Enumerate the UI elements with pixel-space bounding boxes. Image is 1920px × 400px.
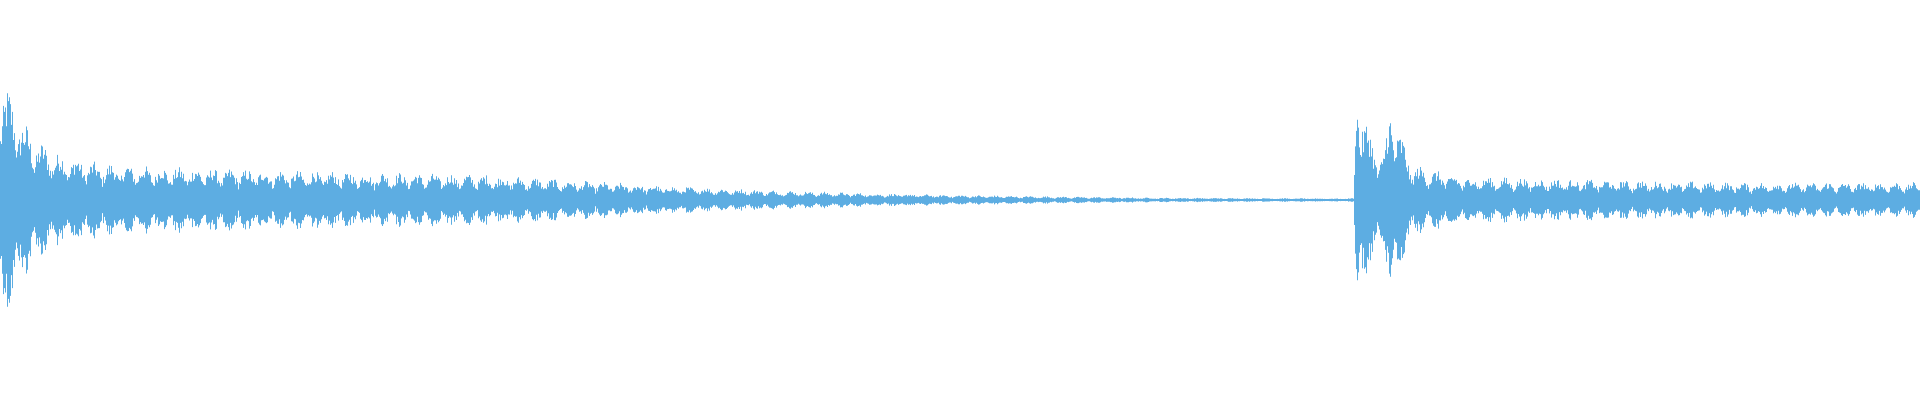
waveform-samples xyxy=(0,93,1920,307)
